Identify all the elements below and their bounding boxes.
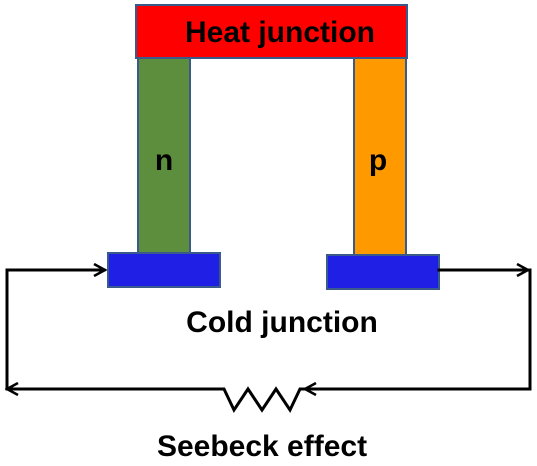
- seebeck-effect-label: Seebeck effect: [157, 430, 367, 463]
- circuit-wire: [7, 270, 532, 414]
- heat-junction-label: Heat junction: [185, 16, 375, 49]
- p-leg-label: p: [369, 144, 387, 177]
- cold-junction-right-pad: [326, 254, 440, 290]
- cold-junction-label: Cold junction: [186, 306, 378, 339]
- n-type-leg: [137, 57, 191, 254]
- resistor-icon: [210, 386, 308, 414]
- n-leg-label: n: [155, 144, 173, 177]
- heat-junction-bar: [135, 4, 408, 59]
- cold-junction-left-pad: [107, 252, 221, 288]
